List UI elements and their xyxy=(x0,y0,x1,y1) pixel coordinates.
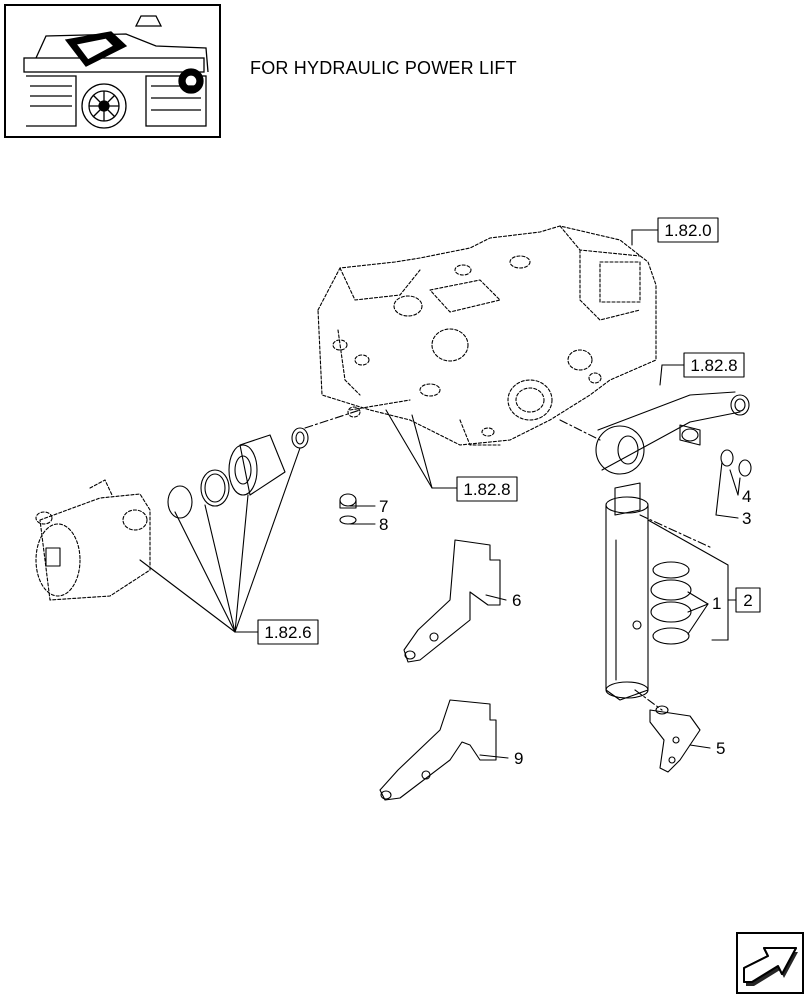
ref-label-bolts[interactable]: 1.82.8 xyxy=(463,480,510,499)
ref-box-kit[interactable] xyxy=(735,587,761,613)
ref-box-lift-housing[interactable] xyxy=(657,217,719,243)
o-rings-drawing xyxy=(650,561,692,645)
ref-label-kit[interactable]: 2 xyxy=(743,591,752,610)
page-heading: FOR HYDRAULIC POWER LIFT xyxy=(250,58,517,78)
callout-5: 5 xyxy=(716,739,725,758)
ref-box-lift-arm[interactable] xyxy=(683,352,745,378)
bracket-6-drawing xyxy=(403,539,501,663)
callout-4: 4 xyxy=(742,487,751,506)
next-page-arrow-icon xyxy=(743,947,798,986)
lift-arm-drawing xyxy=(595,391,750,475)
ref-label-cylinder[interactable]: 1.82.6 xyxy=(264,623,311,642)
callout-9: 9 xyxy=(514,749,523,768)
ref-box-cylinder[interactable] xyxy=(257,619,319,645)
callout-3: 3 xyxy=(742,509,751,528)
callout-1: 1 xyxy=(712,594,721,613)
center-lines xyxy=(304,409,713,711)
ref-label-lift-arm[interactable]: 1.82.8 xyxy=(690,356,737,375)
callout-6: 6 xyxy=(512,591,521,610)
ref-label-lift-housing[interactable]: 1.82.0 xyxy=(664,221,711,240)
callout-8: 8 xyxy=(379,515,388,534)
next-page-button[interactable] xyxy=(736,932,804,994)
leader-lines xyxy=(139,229,741,759)
bracket-9-drawing xyxy=(379,699,497,801)
seals-drawing xyxy=(167,427,309,519)
callout-7: 7 xyxy=(379,497,388,516)
cylinder-drawing xyxy=(35,479,151,601)
tractor-thumbnail-icon xyxy=(23,15,209,129)
circlips-drawing xyxy=(720,449,752,477)
lever-5-drawing xyxy=(649,705,701,773)
location-thumbnail xyxy=(4,4,221,138)
lift-housing-drawing xyxy=(317,225,657,446)
ref-box-bolts[interactable] xyxy=(456,476,518,502)
piston-rod-drawing xyxy=(605,482,649,701)
bolt-drawing xyxy=(339,493,357,525)
